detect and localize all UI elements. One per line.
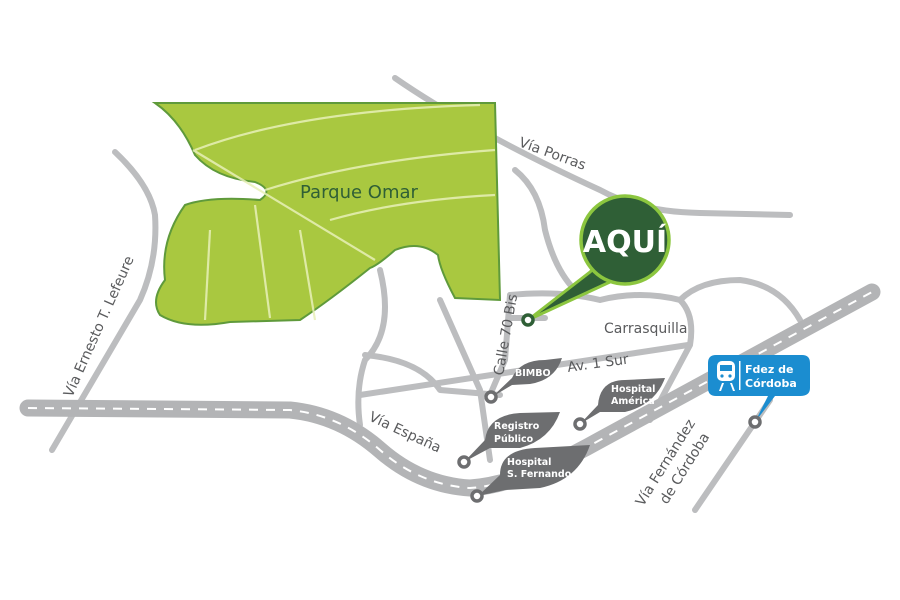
aqui-marker[interactable]: AQUÍ — [521, 194, 671, 327]
landmark-registro-publico[interactable]: Registro Público — [457, 412, 560, 469]
street-calle-70-bis: Calle 70 Bis — [491, 293, 521, 377]
landmark-label: Público — [494, 434, 534, 445]
landmark-label: BIMBO — [515, 368, 551, 379]
landmark-label: Hospital — [611, 384, 655, 395]
road-east — [677, 277, 803, 323]
landmark-label: América — [611, 396, 655, 407]
station-label: Córdoba — [745, 377, 797, 390]
road-west-loop — [355, 267, 388, 428]
road-porras-branch — [512, 167, 578, 293]
street-av-1-sur: Av. 1 Sur — [566, 351, 630, 375]
station-fdez-de-cordoba[interactable]: Fdez de Córdoba — [708, 355, 810, 429]
park-label: Parque Omar — [300, 182, 419, 203]
parque-omar[interactable]: Parque Omar — [151, 102, 502, 326]
street-carrasquilla: Carrasquilla — [604, 321, 688, 337]
landmark-hospital-america[interactable]: Hospital América — [573, 378, 665, 431]
leaf-veins — [192, 103, 496, 321]
landmark-label: Hospital — [507, 457, 551, 468]
road-lefeure — [49, 149, 159, 453]
landmark-label: S. Fernando — [507, 469, 572, 480]
aqui-label: AQUÍ — [583, 224, 667, 260]
landmark-label: Registro — [494, 421, 540, 432]
train-icon — [717, 361, 741, 391]
landmark-hospital-san-fernando[interactable]: Hospital S. Fernando — [470, 445, 590, 503]
landmark-bimbo[interactable]: BIMBO — [484, 358, 562, 404]
road-inner — [362, 352, 503, 398]
station-label: Fdez de — [745, 363, 793, 376]
road-mid — [507, 290, 695, 423]
